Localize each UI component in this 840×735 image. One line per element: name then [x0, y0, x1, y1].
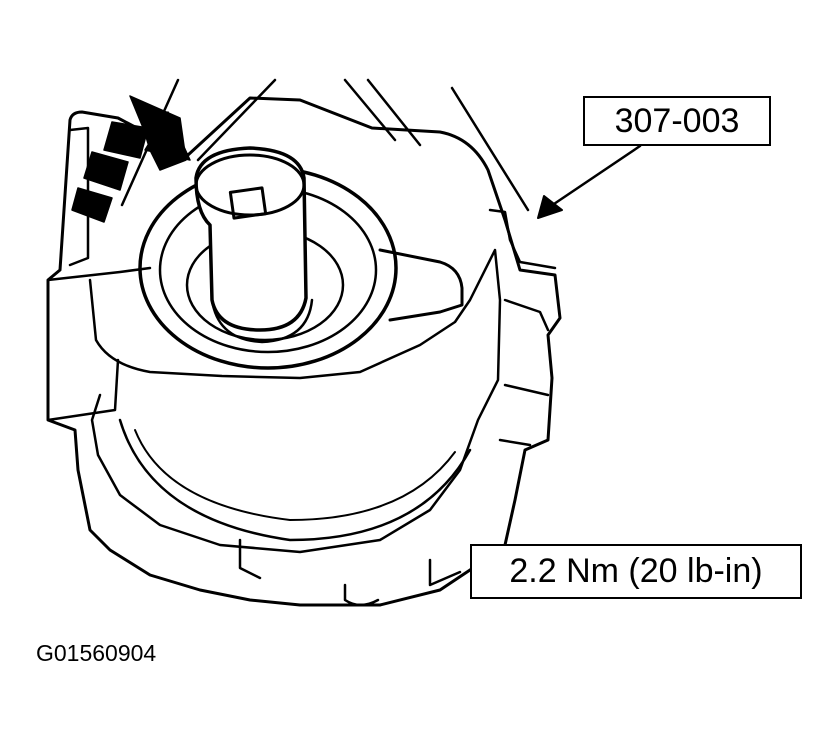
housing-inner: [88, 248, 502, 554]
housing-base-inner: [134, 429, 456, 521]
shaft-collar: [210, 298, 314, 344]
figure-id-label: G01560904: [36, 640, 157, 666]
housing-base: [118, 418, 472, 542]
flange-ear: [378, 248, 464, 322]
housing-outer: [46, 96, 562, 607]
torque-spec-callout: 2.2 Nm (20 lb-in): [470, 544, 802, 599]
tool-number-callout: 307-003: [583, 96, 771, 146]
housing-bottom-tabs: [238, 538, 462, 607]
output-shaft: [194, 146, 308, 332]
rotation-arrow: [71, 95, 191, 223]
square-socket: [228, 186, 268, 220]
right-bracket: [488, 208, 557, 447]
tool-pointer: [537, 144, 642, 219]
